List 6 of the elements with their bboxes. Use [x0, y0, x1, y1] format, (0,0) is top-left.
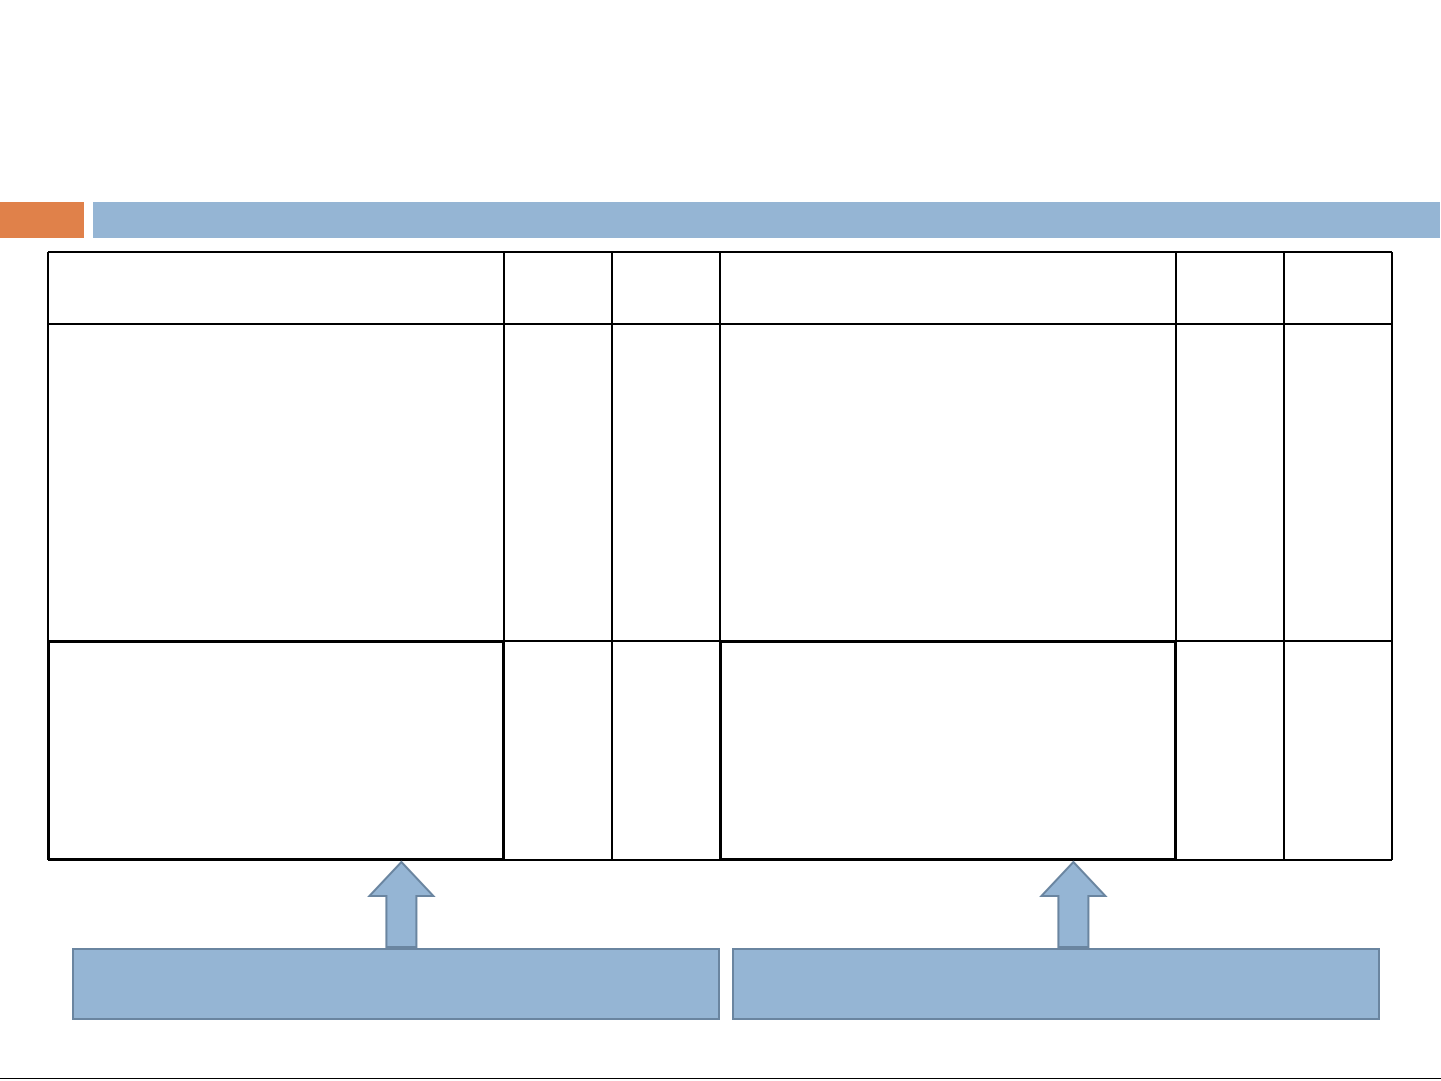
block-arrow: [367, 860, 436, 948]
label-panel: [72, 948, 720, 1020]
table-cell: [48, 641, 504, 860]
block-arrow: [1039, 860, 1108, 948]
table-cell: [720, 641, 1176, 860]
label-panel: [732, 948, 1380, 1020]
